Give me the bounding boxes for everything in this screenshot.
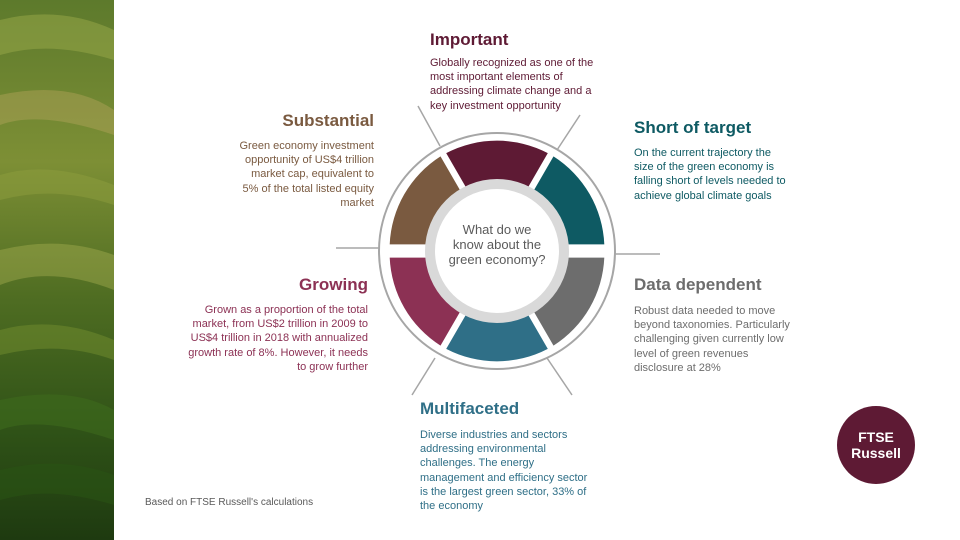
segment-growing <box>389 257 466 346</box>
outer-ring <box>378 132 616 370</box>
segment-data-dependent <box>528 257 605 346</box>
segment-important <box>446 140 548 198</box>
logo-line-2: Russell <box>851 445 901 461</box>
ftse-russell-logo: FTSE Russell <box>837 406 915 484</box>
spoke-important-left <box>417 105 441 147</box>
segment-multifaceted <box>446 304 548 362</box>
substantial-title: Substantial <box>282 111 374 130</box>
data-dependent-text: Robust data needed to move beyond taxono… <box>634 305 790 374</box>
segment-short-of-target <box>528 156 605 245</box>
multifaceted-title: Multifaceted <box>420 399 520 418</box>
short-of-target-text: On the current trajectory the size of th… <box>634 147 786 202</box>
data-dependent-title: Data dependent <box>634 275 762 294</box>
center-disk <box>435 189 559 313</box>
growing-title: Growing <box>299 275 368 294</box>
segment-substantial <box>389 156 466 245</box>
center-question: What do we know about the green economy? <box>448 222 546 267</box>
field-photo <box>0 0 114 540</box>
footnote: Based on FTSE Russell's calculations <box>145 497 314 508</box>
spoke-multifaceted-right <box>546 357 573 396</box>
important-title: Important <box>430 30 509 49</box>
logo-line-1: FTSE <box>858 429 894 445</box>
multifaceted-text: Diverse industries and sectors addressin… <box>420 429 588 513</box>
substantial-text: Green economy investment opportunity of … <box>239 140 374 209</box>
spoke-multifaceted-left <box>411 357 436 396</box>
spoke-short-of-target <box>556 114 581 151</box>
important-text: Globally recognized as one of the most i… <box>430 57 594 112</box>
short-of-target-title: Short of target <box>634 118 752 137</box>
growing-text: Grown as a proportion of the total marke… <box>188 304 368 373</box>
